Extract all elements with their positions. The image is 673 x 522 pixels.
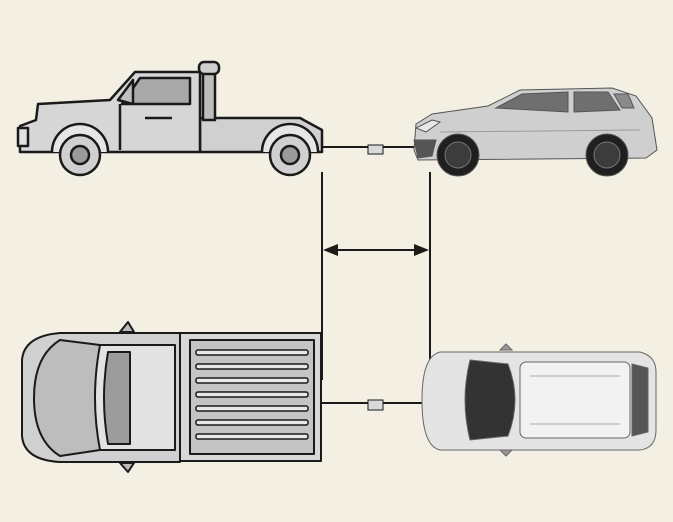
suv-side-view (413, 87, 658, 177)
towing-distance-marker (321, 172, 431, 380)
suv-top-view (421, 343, 657, 457)
tow-bar-side (322, 144, 416, 155)
tow-bar-top (322, 399, 425, 411)
tow-truck-side-view (16, 60, 324, 177)
tow-truck-top-view (21, 321, 322, 473)
